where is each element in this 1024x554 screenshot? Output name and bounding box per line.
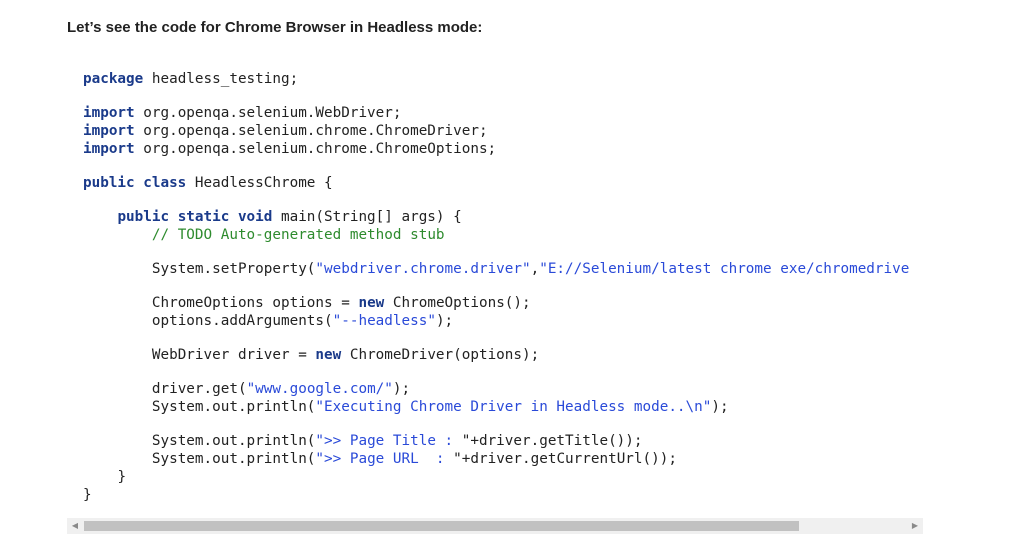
code-line: } [83, 468, 909, 486]
code-token: "+driver.getCurrentUrl()); [453, 451, 677, 467]
code-line: import org.openqa.selenium.chrome.Chrome… [83, 122, 909, 140]
code-line: System.out.println("Executing Chrome Dri… [83, 398, 909, 416]
code-line: // TODO Auto-generated method stub [83, 226, 909, 244]
string-literal: "webdriver.chrome.driver" [315, 261, 531, 277]
indent [83, 469, 117, 485]
code-comment: // TODO Auto-generated method stub [151, 227, 445, 243]
string-literal: "E://Selenium/latest chrome exe/chromedr… [539, 261, 910, 277]
blank-line [83, 364, 909, 380]
code-token: ); [392, 381, 411, 397]
code-line: public class HeadlessChrome { [83, 174, 909, 192]
code-token: System.out.println( [151, 399, 316, 415]
code-line: import org.openqa.selenium.WebDriver; [83, 104, 909, 122]
code-token: ChromeOptions(); [384, 295, 531, 311]
keyword: new [315, 347, 342, 363]
blank-line [83, 330, 909, 346]
code-line: System.setProperty("webdriver.chrome.dri… [83, 260, 909, 278]
code-line: } [83, 486, 909, 504]
string-literal: "Executing Chrome Driver in Headless mod… [315, 399, 712, 415]
string-literal: ">> Page Title : [315, 433, 462, 449]
indent [83, 313, 152, 329]
code-token: main(String[] args) { [272, 209, 462, 225]
code-line: ChromeOptions options = new ChromeOption… [83, 294, 909, 312]
scrollbar-thumb[interactable] [84, 521, 799, 531]
code-token: WebDriver driver = [151, 347, 316, 363]
indent [83, 347, 152, 363]
code-token: System.out.println( [151, 451, 316, 467]
code-line: driver.get("www.google.com/"); [83, 380, 909, 398]
code-token: options.addArguments( [151, 313, 333, 329]
code-line: package headless_testing; [83, 70, 909, 88]
code-token: org.openqa.selenium.WebDriver; [134, 105, 402, 121]
indent [83, 227, 152, 243]
keyword: import [83, 105, 135, 121]
string-literal: ">> Page URL : [315, 451, 454, 467]
code-line: import org.openqa.selenium.chrome.Chrome… [83, 140, 909, 158]
code-token: headless_testing; [143, 71, 299, 87]
keyword: new [358, 295, 385, 311]
keyword: import [83, 123, 135, 139]
string-literal: "www.google.com/" [246, 381, 393, 397]
code-token: ); [711, 399, 729, 415]
indent [83, 381, 152, 397]
code-block: package headless_testing;import org.open… [67, 55, 923, 534]
indent [83, 261, 152, 277]
indent [83, 209, 117, 225]
code-text: package headless_testing;import org.open… [83, 70, 909, 504]
code-token: System.out.println( [151, 433, 316, 449]
keyword: import [83, 141, 135, 157]
blank-line [83, 244, 909, 260]
blank-line [83, 416, 909, 432]
code-token: driver.get( [151, 381, 247, 397]
indent [83, 399, 152, 415]
code-token: ChromeOptions options = [151, 295, 359, 311]
blank-line [83, 278, 909, 294]
horizontal-scrollbar[interactable]: ◀ ▶ [67, 518, 923, 534]
scroll-right-arrow-icon[interactable]: ▶ [911, 521, 919, 530]
keyword: public class [83, 175, 187, 191]
indent [83, 451, 152, 467]
code-token: org.openqa.selenium.chrome.ChromeOptions… [134, 141, 497, 157]
scroll-left-arrow-icon[interactable]: ◀ [71, 521, 79, 530]
blank-line [83, 192, 909, 208]
section-heading: Let’s see the code for Chrome Browser in… [67, 19, 483, 36]
code-token: ChromeDriver(options); [341, 347, 540, 363]
blank-line [83, 158, 909, 174]
code-token: ); [435, 313, 454, 329]
code-line: public static void main(String[] args) { [83, 208, 909, 226]
indent [83, 433, 152, 449]
code-token: org.openqa.selenium.chrome.ChromeDriver; [134, 123, 488, 139]
blank-line [83, 88, 909, 104]
keyword: package [83, 71, 144, 87]
indent [83, 295, 152, 311]
code-line: System.out.println(">> Page URL : "+driv… [83, 450, 909, 468]
code-token: } [83, 487, 92, 503]
code-token: HeadlessChrome { [186, 175, 333, 191]
code-token: , [530, 261, 540, 277]
code-token: "+driver.getTitle()); [461, 433, 643, 449]
string-literal: "--headless" [332, 313, 436, 329]
code-line: WebDriver driver = new ChromeDriver(opti… [83, 346, 909, 364]
code-token: System.setProperty( [151, 261, 316, 277]
keyword: public static void [117, 209, 273, 225]
code-line: options.addArguments("--headless"); [83, 312, 909, 330]
code-line: System.out.println(">> Page Title : "+dr… [83, 432, 909, 450]
code-token: } [117, 469, 127, 485]
